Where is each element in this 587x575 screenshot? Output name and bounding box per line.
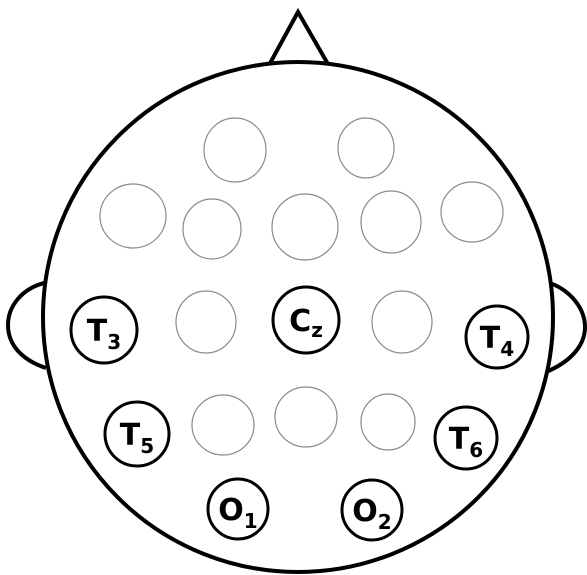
electrode-t3: T3 (71, 297, 137, 363)
electrode-t4: T4 (466, 306, 528, 368)
electrode-t6-letter: T (449, 422, 470, 457)
electrode-t4-letter: T (480, 321, 501, 356)
electrode-t6: T6 (435, 407, 497, 469)
electrode-cz: Cz (273, 287, 339, 353)
electrode-t3-sub: 3 (107, 330, 121, 354)
electrode-o2-letter: O (352, 494, 378, 529)
electrode-cz-sub: z (311, 318, 323, 342)
electrode-t6-sub: 6 (469, 438, 483, 462)
electrode-o2-sub: 2 (378, 510, 392, 534)
electrode-t4-sub: 4 (500, 337, 514, 361)
electrode-t5-letter: T (120, 418, 141, 453)
electrode-o1: O1 (208, 479, 268, 539)
electrode-o1-letter: O (218, 493, 244, 528)
electrode-t5: T5 (105, 402, 169, 466)
electrode-o1-sub: 1 (244, 509, 258, 533)
electrode-t3-letter: T (87, 314, 108, 349)
electrode-cz-letter: C (289, 304, 311, 339)
electrode-o2: O2 (342, 480, 402, 540)
electrode-t5-sub: 5 (140, 434, 154, 458)
